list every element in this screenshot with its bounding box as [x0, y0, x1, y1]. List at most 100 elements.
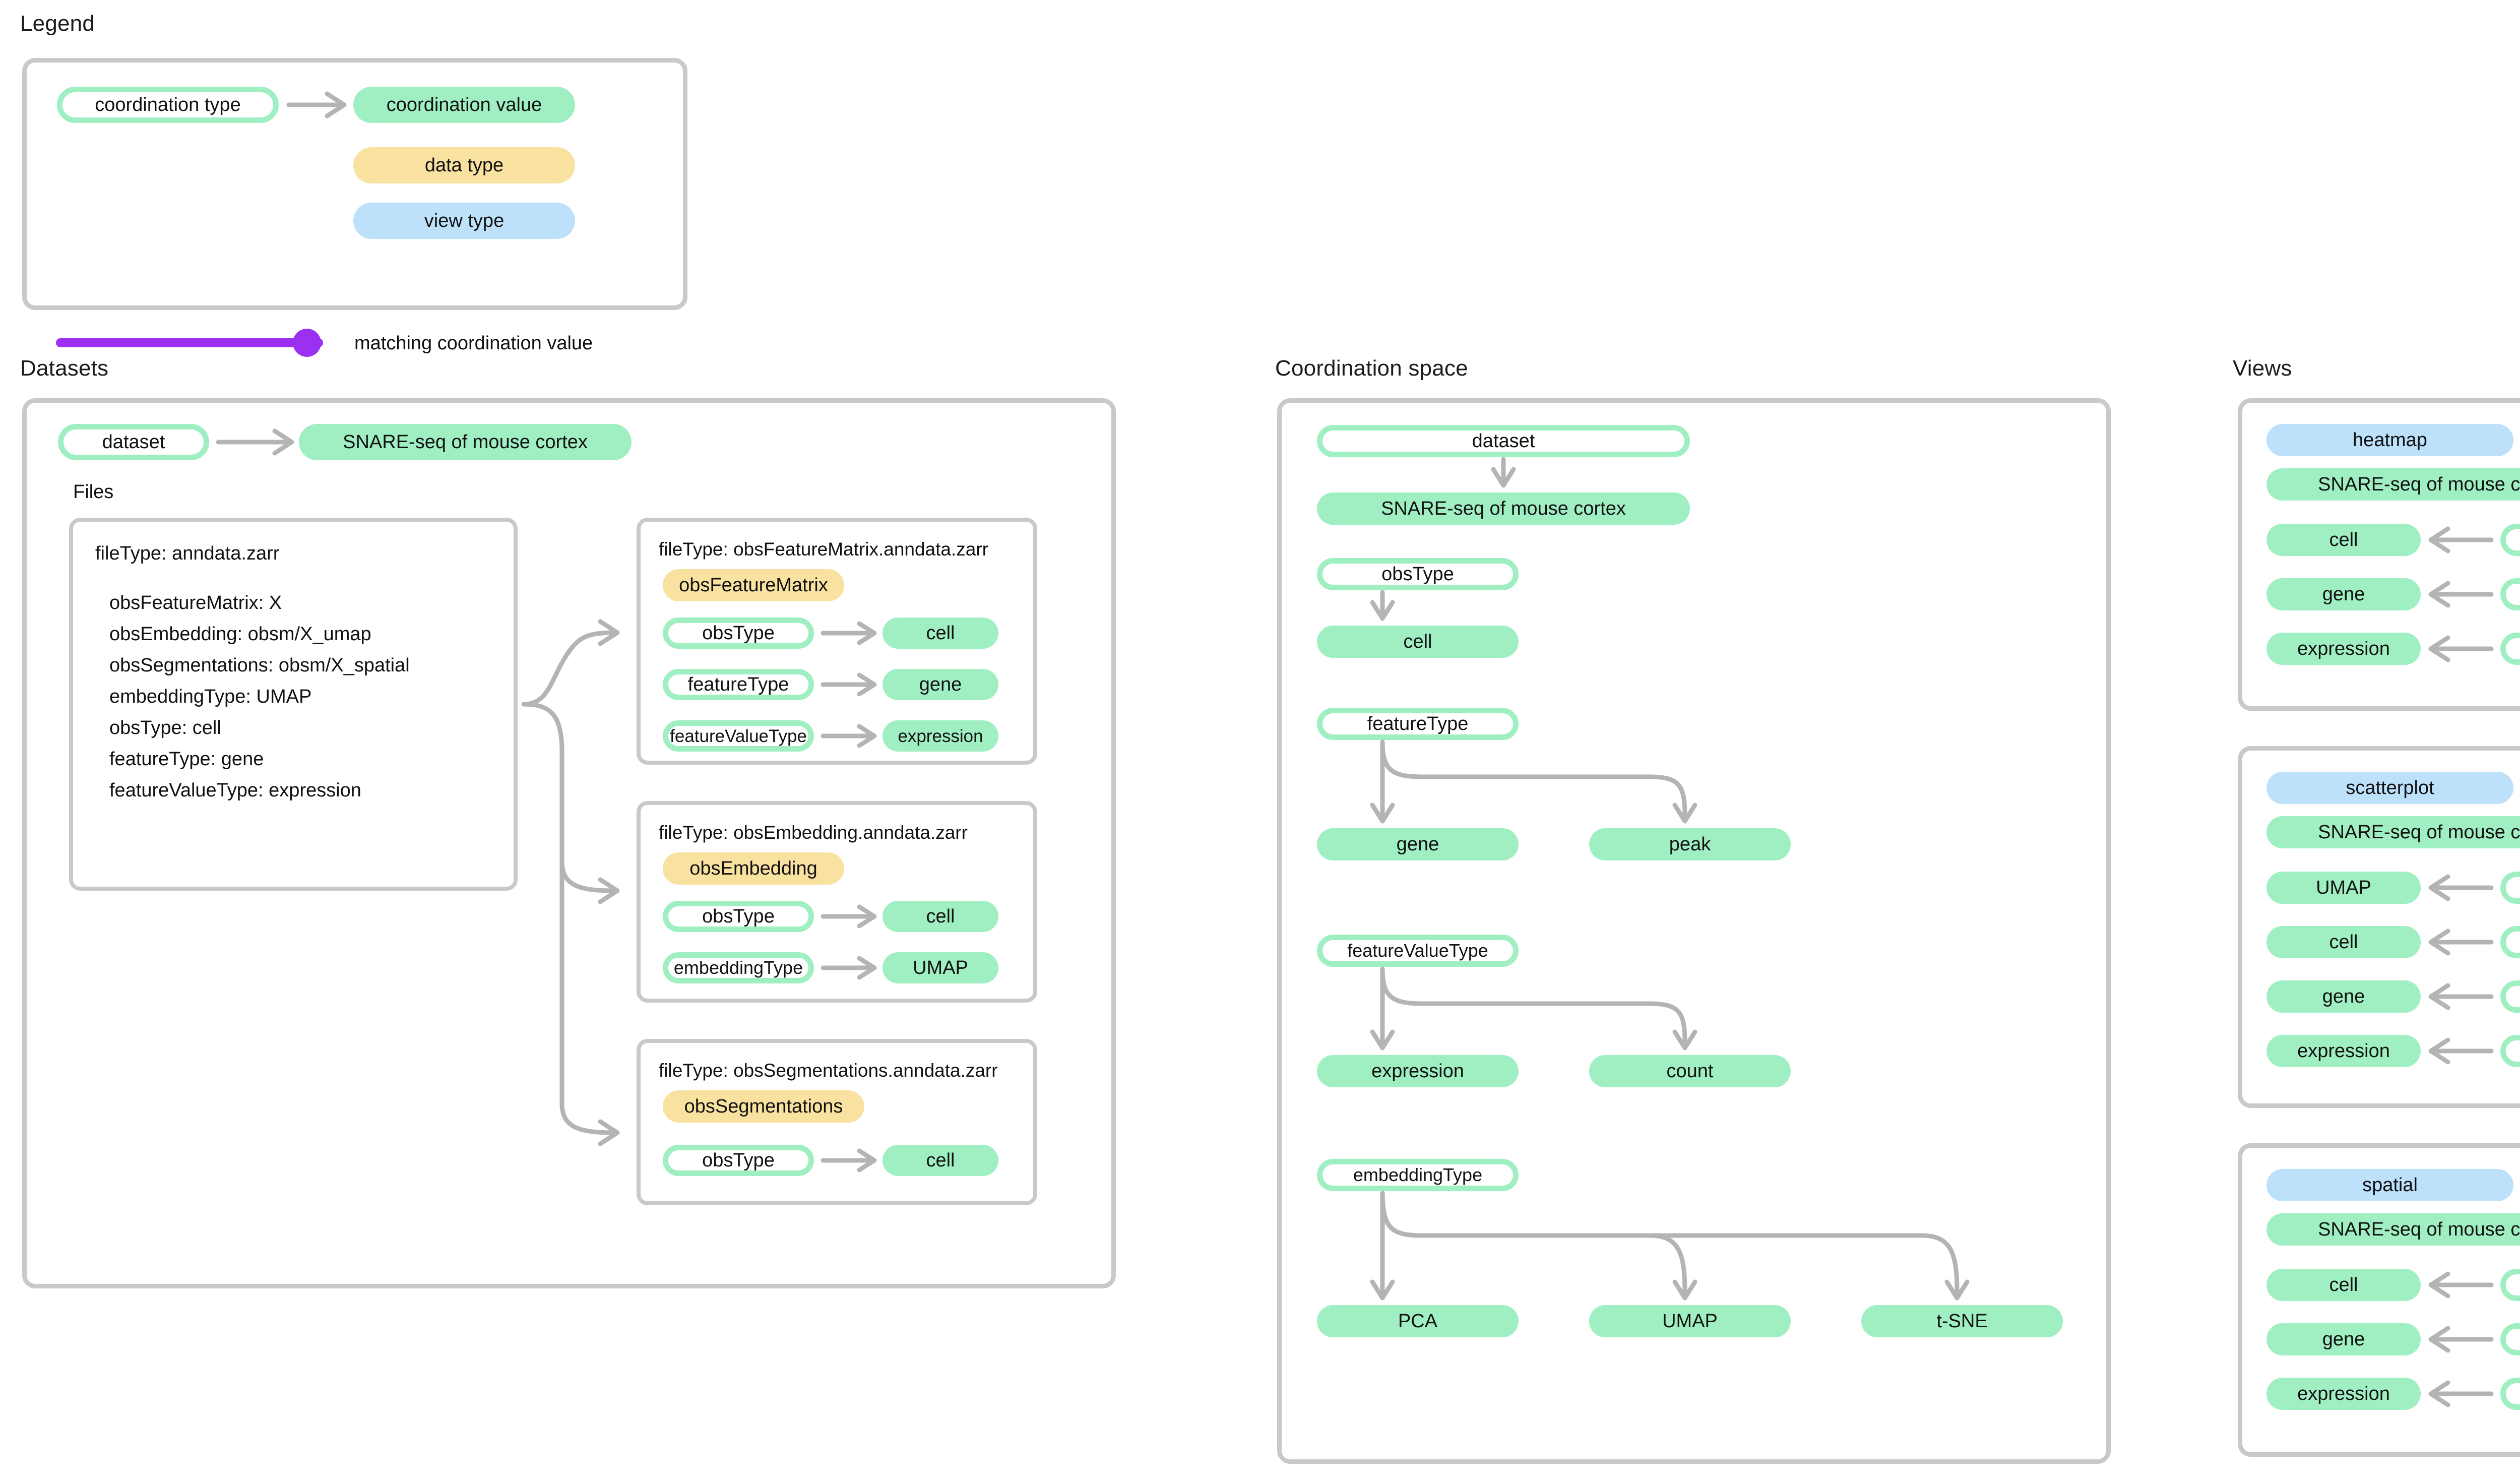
cs-value-chip-cell: cell	[1317, 626, 1519, 658]
coordination-space-panel: dataset SNARE-seq of mouse cortex obsTyp…	[1277, 398, 2111, 1464]
legend-coordination-type-label: coordination type	[95, 94, 241, 115]
cs-value-chip-umap: UMAP	[1589, 1305, 1791, 1337]
data-type-label-obsembedding: obsEmbedding	[689, 858, 817, 879]
cs-value-label: SNARE-seq of mouse cortex	[1381, 498, 1626, 519]
arrow-obstype-to-cell	[1370, 590, 1395, 621]
arrow-featuretype-to-gene	[2428, 983, 2494, 1010]
view-value-chip-expression: expression	[2266, 1035, 2421, 1067]
view-type-chip-embeddingtype: embeddingType	[2500, 872, 2520, 904]
legend-coordination-value-label: coordination value	[386, 94, 542, 115]
view-value-chip-snareseq: SNARE-seq of mouse cortex	[2266, 816, 2520, 848]
arrow-embeddingtype-to-umap	[1380, 1191, 1697, 1301]
coordination-type-chip-obstype: obsType	[663, 618, 814, 649]
arrow-obstype-cell	[821, 904, 877, 929]
arrow-embeddingtype-to-pca	[1370, 1191, 1395, 1301]
view-type-chip-scatterplot: scatterplot	[2266, 772, 2513, 804]
view-value-label: expression	[2297, 1040, 2390, 1062]
file-type-line-obssegmentations: fileType: obsSegmentations.anndata.zarr	[659, 1060, 998, 1081]
view-value-label: gene	[2322, 986, 2365, 1007]
view-value-chip-cell: cell	[2266, 1269, 2421, 1301]
cs-value-chip-tsne: t-SNE	[1861, 1305, 2063, 1337]
view-value-label: SNARE-seq of mouse cortex	[2318, 1219, 2520, 1240]
view-type-chip-obstype: obsType	[2500, 1269, 2520, 1301]
arrow-obstype-to-cell	[2428, 1271, 2494, 1299]
view-value-label: gene	[2322, 1329, 2365, 1350]
coordination-value-chip-expression: expression	[883, 720, 998, 752]
view-value-label: cell	[2329, 1274, 2358, 1295]
view-value-chip-gene: gene	[2266, 578, 2421, 610]
arrow-file-fanout	[521, 619, 620, 1146]
data-type-chip-obssegmentations: obsSegmentations	[663, 1090, 864, 1123]
arrow-embeddingtype-umap	[821, 956, 877, 980]
cs-value-chip-gene: gene	[1317, 828, 1519, 860]
view-value-label: expression	[2297, 1383, 2390, 1404]
view-type-chip-featurevaluetype: featureValueType	[2500, 633, 2520, 665]
file-option-1: obsEmbedding: obsm/X_umap	[109, 624, 371, 645]
arrow-featuretype-to-gene	[2428, 1326, 2494, 1353]
cs-value-chip-snareseq: SNARE-seq of mouse cortex	[1317, 492, 1690, 525]
legend-view-type-chip: view type	[353, 203, 575, 239]
cs-type-label: featureValueType	[1347, 940, 1488, 961]
matching-coordination-slider-knob[interactable]	[293, 329, 321, 357]
view-panel-heatmap: heatmap SNARE-seq of mouse cortex datase…	[2238, 398, 2520, 711]
view-value-chip-snareseq: SNARE-seq of mouse cortex	[2266, 1213, 2520, 1246]
view-value-chip-umap: UMAP	[2266, 872, 2421, 904]
arrow-embeddingtype-to-umap	[2428, 874, 2494, 901]
file-type-line-obsembedding: fileType: obsEmbedding.anndata.zarr	[659, 822, 968, 843]
cs-value-chip-pca: PCA	[1317, 1305, 1519, 1337]
matching-coordination-label: matching coordination value	[354, 333, 593, 354]
coordination-value-label: cell	[926, 906, 955, 927]
coordination-value-chip-umap: UMAP	[883, 952, 998, 983]
legend-data-type-chip: data type	[353, 147, 575, 183]
dataset-type-label: dataset	[102, 431, 165, 453]
legend-section-title: Legend	[20, 11, 95, 36]
views-section-title: Views	[2233, 356, 2292, 381]
file-box-anndata: fileType: anndata.zarr obsFeatureMatrix:…	[69, 518, 518, 891]
coordination-type-label: featureValueType	[670, 726, 807, 746]
view-value-chip-snareseq: SNARE-seq of mouse cortex	[2266, 468, 2520, 501]
cs-value-label: t-SNE	[1936, 1311, 1988, 1332]
view-type-chip-featuretype: featureType	[2500, 578, 2520, 610]
cs-value-label: peak	[1669, 834, 1711, 855]
coordination-value-label: cell	[926, 1150, 955, 1171]
cs-type-chip-featuretype: featureType	[1317, 708, 1519, 740]
file-type-line-obsfeaturematrix: fileType: obsFeatureMatrix.anndata.zarr	[659, 539, 988, 560]
coordination-type-chip-obstype: obsType	[663, 1145, 814, 1176]
cs-value-label: UMAP	[1662, 1311, 1718, 1332]
data-type-label-obsfeaturematrix: obsFeatureMatrix	[679, 575, 828, 596]
arrow-featurevaluetype-to-expression	[2428, 1380, 2494, 1407]
legend-coordination-value-chip: coordination value	[353, 87, 575, 123]
file-box-obsembedding: fileType: obsEmbedding.anndata.zarr obsE…	[637, 801, 1037, 1003]
coordination-value-label: expression	[898, 726, 983, 746]
view-value-chip-expression: expression	[2266, 1378, 2421, 1410]
arrow-featurevaluetype-to-count	[1380, 966, 1697, 1051]
coordination-value-chip-cell: cell	[883, 1145, 998, 1176]
coordination-type-chip-featurevaluetype: featureValueType	[663, 720, 814, 752]
view-value-label: expression	[2297, 638, 2390, 659]
files-label: Files	[73, 481, 114, 503]
coordination-value-label: gene	[919, 674, 962, 695]
arrow-dataset-to-snareseq	[1491, 457, 1516, 488]
view-type-label: heatmap	[2353, 429, 2427, 451]
cs-type-chip-dataset: dataset	[1317, 425, 1690, 457]
arrow-featuretype-to-peak	[1380, 739, 1697, 824]
view-panel-scatterplot: scatterplot SNARE-seq of mouse cortex da…	[2238, 746, 2520, 1108]
coordination-type-label: obsType	[702, 623, 775, 644]
arrow-dataset-type-to-value	[216, 428, 294, 456]
file-type-line-anndata: fileType: anndata.zarr	[95, 543, 280, 564]
cs-value-label: PCA	[1398, 1311, 1438, 1332]
arrow-obstype-to-cell	[2428, 526, 2494, 553]
coordination-type-label: obsType	[702, 1150, 775, 1171]
arrow-featurevaluetype-expression	[821, 724, 877, 748]
view-type-chip-featuretype: featureType	[2500, 980, 2520, 1013]
cs-type-chip-obstype: obsType	[1317, 558, 1519, 590]
dataset-type-chip: dataset	[58, 424, 209, 460]
coordination-value-label: UMAP	[913, 957, 968, 978]
coordination-value-chip-gene: gene	[883, 669, 998, 700]
view-value-chip-cell: cell	[2266, 926, 2421, 958]
arrow-obstype-to-cell	[2428, 929, 2494, 956]
view-value-label: cell	[2329, 932, 2358, 953]
view-value-chip-cell: cell	[2266, 524, 2421, 556]
coordination-section-title: Coordination space	[1275, 356, 1468, 381]
cs-type-label: embeddingType	[1353, 1164, 1483, 1185]
